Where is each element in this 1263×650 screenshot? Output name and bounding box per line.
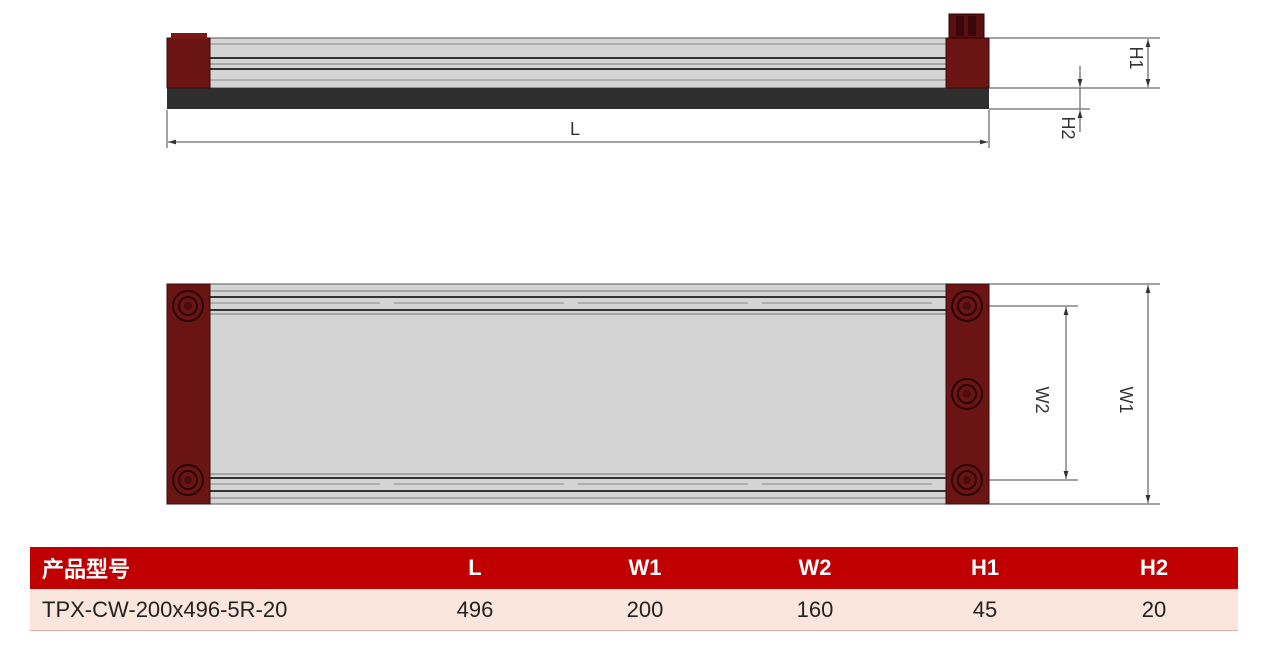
mount-hole-icon <box>172 464 204 496</box>
cell-model: TPX-CW-200x496-5R-20 <box>30 589 390 631</box>
cell-w2: 160 <box>730 589 900 631</box>
dim-label-w2: W2 <box>1032 387 1052 414</box>
cell-l: 496 <box>390 589 560 631</box>
top-view: W2 W1 <box>166 283 1160 505</box>
header-w1: W1 <box>560 547 730 589</box>
header-h1: H1 <box>900 547 1070 589</box>
header-l: L <box>390 547 560 589</box>
cell-w1: 200 <box>560 589 730 631</box>
dim-label-l: L <box>570 119 580 139</box>
mount-hole-icon <box>951 290 983 322</box>
mount-hole-icon <box>172 290 204 322</box>
mount-hole-icon <box>951 378 983 410</box>
header-w2: W2 <box>730 547 900 589</box>
dim-label-h1: H1 <box>1126 46 1146 69</box>
side-view: L H1 H2 <box>166 13 1160 148</box>
side-right-end-cap <box>945 37 990 89</box>
dim-label-h2: H2 <box>1058 116 1078 139</box>
side-left-end-cap <box>166 37 211 89</box>
header-model: 产品型号 <box>30 547 390 589</box>
cell-h1: 45 <box>900 589 1070 631</box>
technical-drawing: L H1 H2 <box>166 13 1160 505</box>
side-base-plate <box>167 88 989 109</box>
side-connector <box>948 13 985 39</box>
spec-table: 产品型号 L W1 W2 H1 H2 TPX-CW-200x496-5R-20 … <box>30 547 1238 631</box>
table-row: TPX-CW-200x496-5R-20 496 200 160 45 20 <box>30 589 1238 631</box>
top-body <box>209 283 947 505</box>
cell-h2: 20 <box>1070 589 1238 631</box>
spec-table-header-row: 产品型号 L W1 W2 H1 H2 <box>30 547 1238 589</box>
dim-label-w1: W1 <box>1116 387 1136 414</box>
header-h2: H2 <box>1070 547 1238 589</box>
mount-hole-icon <box>951 464 983 496</box>
